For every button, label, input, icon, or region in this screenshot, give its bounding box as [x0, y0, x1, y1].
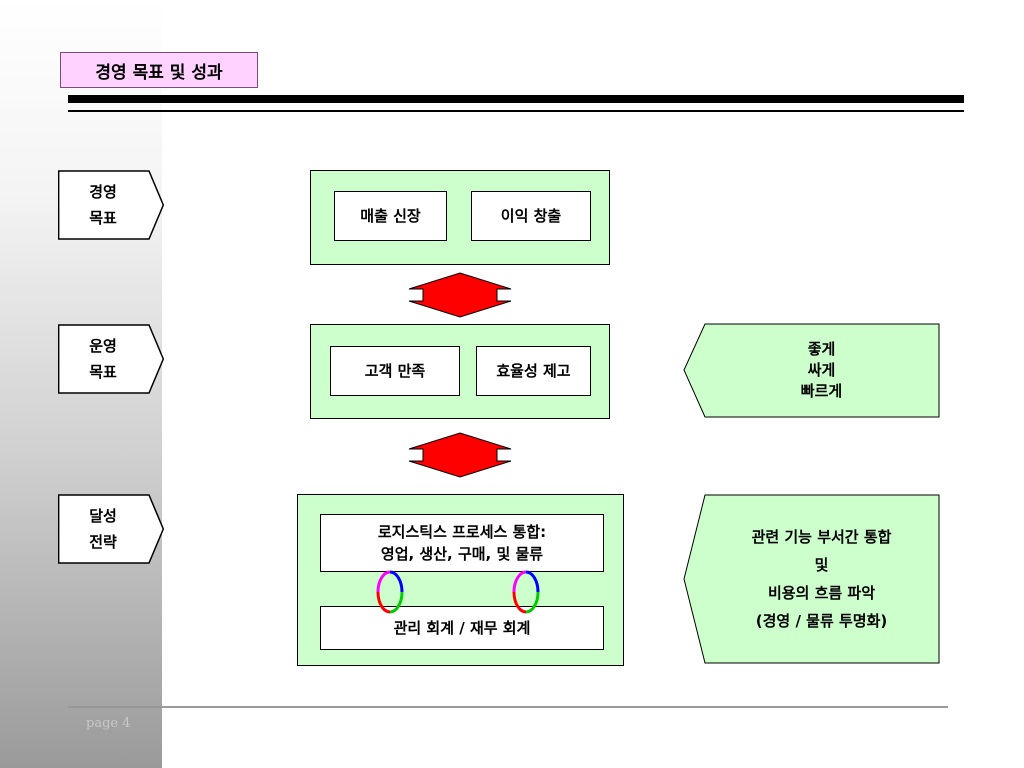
pentagon-tag-shape	[58, 494, 164, 564]
callout-shape	[683, 323, 940, 418]
cycle-icon	[512, 570, 540, 614]
accounting-box: 관리 회계 / 재무 회계	[320, 606, 604, 650]
operational-note-line2: 싸게	[807, 361, 836, 379]
pentagon-tag-shape	[58, 170, 164, 240]
level-tag-management: 경영 목표	[58, 170, 164, 240]
strategy-note-line1: 관련 기능 부서간 통합	[751, 528, 892, 546]
strategy-note-line4: (경영 / 물류 투명화)	[755, 612, 888, 630]
level-tag-line2: 목표	[89, 363, 117, 381]
logistics-integration-line1: 로지스틱스 프로세스 통합:	[377, 523, 547, 541]
operational-goals-panel: 고객 만족 효율성 제고	[310, 324, 610, 419]
footer-rule	[68, 706, 948, 708]
management-goals-panel: 매출 신장 이익 창출	[310, 170, 610, 265]
level-tag-line1: 경영	[89, 183, 117, 201]
double-arrow-icon	[408, 432, 512, 478]
customer-satisfaction-box: 고객 만족	[330, 346, 460, 396]
level-tag-line2: 목표	[89, 209, 117, 227]
efficiency-improvement-box: 효율성 제고	[476, 346, 591, 396]
page-number: page 4	[86, 716, 131, 731]
sales-growth-box: 매출 신장	[334, 191, 447, 241]
title-rule-thick	[68, 95, 964, 103]
pentagon-tag-shape	[58, 324, 164, 394]
operational-note: 좋게 싸게 빠르게	[683, 323, 940, 418]
operational-note-line3: 빠르게	[800, 382, 843, 400]
logistics-integration-box: 로지스틱스 프로세스 통합: 영업, 생산, 구매, 및 물류	[320, 514, 604, 572]
level-tag-line1: 달성	[89, 507, 117, 525]
strategy-note: 관련 기능 부서간 통합 및 비용의 흐름 파악 (경영 / 물류 투명화)	[683, 494, 940, 664]
cycle-icon	[376, 570, 404, 614]
level-tag-line1: 운영	[89, 337, 117, 355]
strategy-note-line2: 및	[814, 556, 829, 574]
page-title: 경영 목표 및 성과	[60, 52, 258, 88]
double-arrow-icon	[408, 272, 512, 318]
level-tag-strategy: 달성 전략	[58, 494, 164, 564]
profit-creation-box: 이익 창출	[471, 191, 591, 241]
operational-note-line1: 좋게	[807, 340, 836, 358]
strategy-panel: 로지스틱스 프로세스 통합: 영업, 생산, 구매, 및 물류 관리 회계 / …	[297, 494, 624, 666]
callout-shape	[683, 494, 940, 664]
strategy-note-line3: 비용의 흐름 파악	[767, 584, 876, 602]
title-rule-thin	[68, 110, 964, 112]
logistics-integration-line2: 영업, 생산, 구매, 및 물류	[380, 545, 544, 563]
level-tag-operations: 운영 목표	[58, 324, 164, 394]
level-tag-line2: 전략	[89, 533, 117, 551]
